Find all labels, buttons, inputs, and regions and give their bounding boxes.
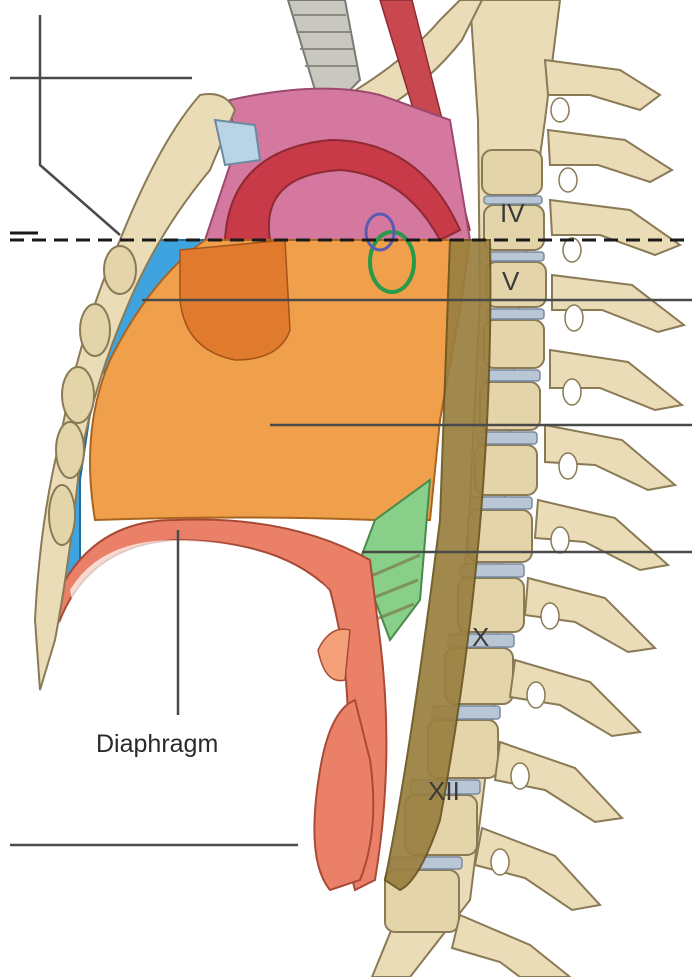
diaphragm-label: Diaphragm <box>96 730 218 758</box>
vertebra-label-iv: IV <box>500 198 525 228</box>
leader-sternal-angle <box>40 15 120 235</box>
vertebra-label-v: V <box>502 266 520 296</box>
diaphragm-muscle <box>318 629 350 680</box>
trachea <box>288 0 360 100</box>
vertebra-label-xii: XII <box>428 776 460 806</box>
vertebra-label-x: X <box>472 622 489 652</box>
